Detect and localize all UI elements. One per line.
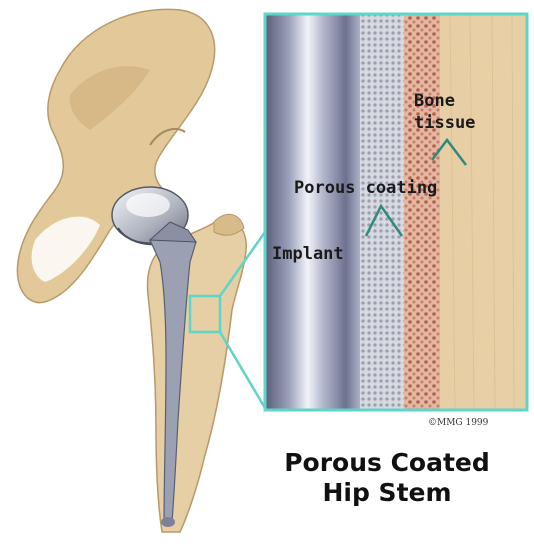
callout-line-bottom bbox=[220, 332, 265, 408]
title-line2: Hip Stem bbox=[262, 478, 512, 508]
bone-tissue-label-line1: Bone bbox=[414, 90, 475, 112]
implant-layer bbox=[265, 14, 360, 410]
magnified-panel bbox=[265, 14, 527, 410]
copyright-text: ©MMG 1999 bbox=[428, 418, 488, 428]
bone-interface-layer bbox=[404, 14, 440, 410]
porous-coating-label: Porous coating bbox=[294, 178, 437, 198]
bone-tissue-label-line2: tissue bbox=[414, 112, 475, 134]
implant-label: Implant bbox=[272, 244, 344, 264]
diagram-title: Porous Coated Hip Stem bbox=[262, 448, 512, 508]
title-line1: Porous Coated bbox=[262, 448, 512, 478]
bone-tissue-label: Bone tissue bbox=[414, 90, 475, 134]
